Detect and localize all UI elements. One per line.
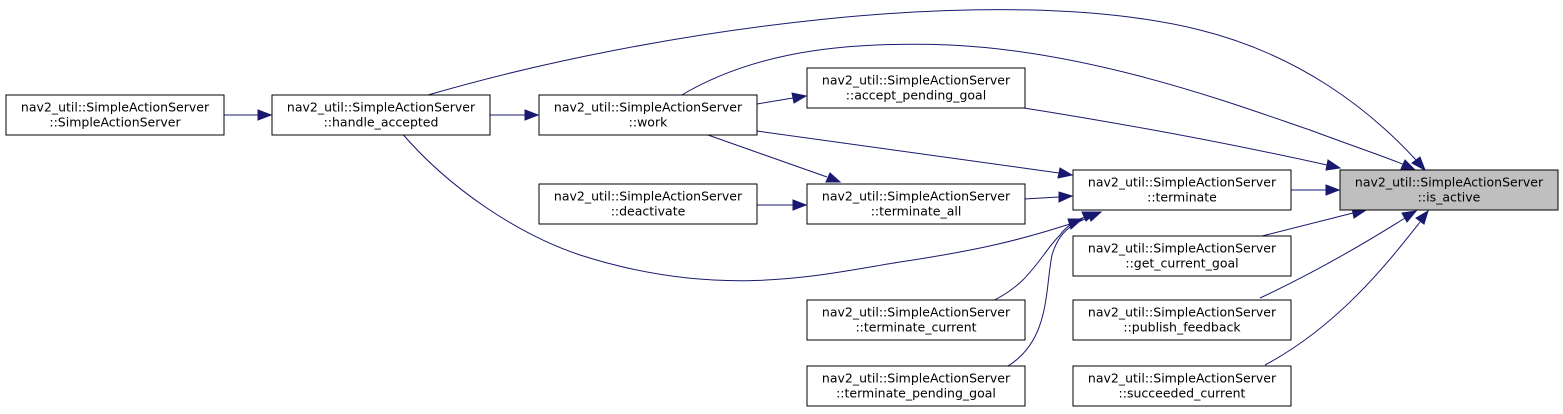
edge-get-current-goal-to-is-active bbox=[1261, 207, 1368, 237]
node-get-current-goal[interactable]: nav2_util::SimpleActionServer ::get_curr… bbox=[1072, 235, 1292, 277]
node-handle-accepted-line1: nav2_util::SimpleActionServer bbox=[287, 100, 476, 115]
node-accept-pending-goal[interactable]: nav2_util::SimpleActionServer ::accept_p… bbox=[806, 67, 1026, 109]
node-publish-feedback-line2: ::publish_feedback bbox=[1123, 320, 1241, 335]
node-terminate-current[interactable]: nav2_util::SimpleActionServer ::terminat… bbox=[806, 299, 1026, 341]
node-work[interactable]: nav2_util::SimpleActionServer ::work bbox=[538, 94, 758, 136]
node-handle-accepted-line2: ::handle_accepted bbox=[324, 115, 439, 130]
node-get-current-goal-line1: nav2_util::SimpleActionServer bbox=[1088, 241, 1277, 256]
node-terminate-pending-goal-line1: nav2_util::SimpleActionServer bbox=[822, 371, 1011, 386]
node-terminate-line1: nav2_util::SimpleActionServer bbox=[1088, 175, 1277, 190]
node-get-current-goal-line2: ::get_current_goal bbox=[1125, 256, 1238, 271]
edge-publish-feedback-to-is-active bbox=[1259, 210, 1418, 299]
node-constructor-line1: nav2_util::SimpleActionServer bbox=[21, 100, 210, 115]
edge-accept-pending-goal-to-is-active bbox=[1023, 107, 1342, 171]
node-succeeded-current[interactable]: nav2_util::SimpleActionServer ::succeede… bbox=[1072, 365, 1292, 407]
node-terminate-current-line2: ::terminate_current bbox=[855, 320, 976, 335]
edge-handle-accepted-to-work bbox=[490, 109, 540, 121]
node-terminate-pending-goal-line2: ::terminate_pending_goal bbox=[836, 386, 996, 401]
node-constructor-line2: ::SimpleActionServer bbox=[49, 115, 181, 130]
node-terminate[interactable]: nav2_util::SimpleActionServer ::terminat… bbox=[1072, 169, 1292, 211]
edge-work-to-accept-pending-goal bbox=[756, 92, 808, 105]
node-is-active-line1: nav2_util::SimpleActionServer bbox=[1355, 175, 1544, 190]
edge-succeeded-current-to-is-active bbox=[1264, 209, 1429, 366]
edge-terminate-to-is-active bbox=[1291, 184, 1341, 196]
edge-constructor-to-handle-accepted bbox=[224, 109, 273, 121]
node-deactivate[interactable]: nav2_util::SimpleActionServer ::deactiva… bbox=[538, 183, 758, 225]
edge-handle-accepted-to-is-active bbox=[427, 9, 1426, 172]
node-publish-feedback[interactable]: nav2_util::SimpleActionServer ::publish_… bbox=[1072, 299, 1292, 341]
node-terminate-all-line1: nav2_util::SimpleActionServer bbox=[822, 189, 1011, 204]
node-terminate-line2: ::terminate bbox=[1147, 190, 1217, 205]
edge-work-to-terminate-all bbox=[707, 134, 842, 183]
edge-deactivate-to-terminate-all bbox=[757, 199, 808, 211]
node-terminate-pending-goal[interactable]: nav2_util::SimpleActionServer ::terminat… bbox=[806, 365, 1026, 407]
node-constructor[interactable]: nav2_util::SimpleActionServer ::SimpleAc… bbox=[5, 94, 225, 136]
edge-work-to-is-active bbox=[679, 43, 1417, 171]
node-deactivate-line2: ::deactivate bbox=[611, 204, 686, 219]
node-terminate-all[interactable]: nav2_util::SimpleActionServer ::terminat… bbox=[806, 183, 1026, 225]
node-publish-feedback-line1: nav2_util::SimpleActionServer bbox=[1088, 305, 1277, 320]
node-handle-accepted[interactable]: nav2_util::SimpleActionServer ::handle_a… bbox=[271, 94, 491, 136]
node-is-active-line2: ::is_active bbox=[1418, 190, 1481, 205]
node-accept-pending-goal-line2: ::accept_pending_goal bbox=[846, 88, 986, 103]
node-terminate-all-line2: ::terminate_all bbox=[871, 204, 962, 219]
node-is-active[interactable]: nav2_util::SimpleActionServer ::is_activ… bbox=[1339, 169, 1559, 211]
node-work-line1: nav2_util::SimpleActionServer bbox=[554, 100, 743, 115]
node-succeeded-current-line2: ::succeeded_current bbox=[1119, 386, 1246, 401]
node-succeeded-current-line1: nav2_util::SimpleActionServer bbox=[1088, 371, 1277, 386]
node-deactivate-line1: nav2_util::SimpleActionServer bbox=[554, 189, 743, 204]
node-terminate-current-line1: nav2_util::SimpleActionServer bbox=[822, 305, 1011, 320]
edge-work-to-terminate bbox=[756, 130, 1074, 179]
edge-terminate-all-to-terminate bbox=[1023, 191, 1074, 203]
edge-terminate-pending-goal-to-terminate bbox=[1007, 211, 1103, 367]
node-accept-pending-goal-line1: nav2_util::SimpleActionServer bbox=[822, 73, 1011, 88]
node-work-line2: ::work bbox=[629, 115, 668, 130]
